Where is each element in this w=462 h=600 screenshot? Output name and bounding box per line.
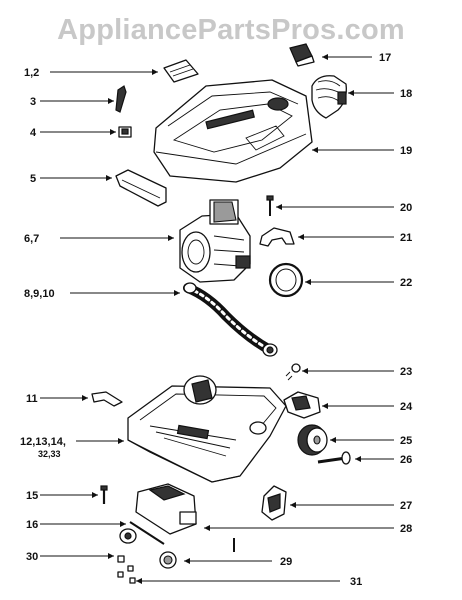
clip-part bbox=[118, 126, 132, 138]
callout-23: 23 bbox=[400, 366, 412, 378]
pedal-part bbox=[283, 391, 321, 419]
brushroll-part bbox=[183, 282, 278, 357]
callout-3: 3 bbox=[30, 96, 36, 108]
screw-part bbox=[266, 195, 274, 216]
callout-17: 17 bbox=[379, 52, 391, 64]
callout-30: 30 bbox=[26, 551, 38, 563]
screw-small-part bbox=[100, 485, 108, 504]
hood-cover-part bbox=[153, 79, 313, 183]
callout-26: 26 bbox=[400, 454, 412, 466]
roller-part bbox=[119, 528, 137, 544]
rear-bracket-part bbox=[261, 485, 287, 521]
callout-15: 15 bbox=[26, 490, 38, 502]
callout-6-7: 6,7 bbox=[24, 233, 39, 245]
spring-part bbox=[285, 363, 301, 381]
callout-20: 20 bbox=[400, 202, 412, 214]
callout-21: 21 bbox=[400, 232, 412, 244]
filter-pad-part bbox=[163, 59, 199, 83]
base-housing-part bbox=[127, 375, 287, 483]
callout-24: 24 bbox=[400, 401, 413, 413]
handle-release-part bbox=[311, 75, 347, 119]
screws-set-part bbox=[117, 538, 235, 584]
axle-part bbox=[317, 451, 351, 465]
motor-assembly-part bbox=[179, 199, 251, 283]
small-wheel-part bbox=[159, 551, 177, 569]
drive-belt-part bbox=[268, 262, 304, 298]
wheel-part bbox=[297, 424, 328, 456]
latch-part bbox=[289, 43, 315, 67]
callout-32-33: 32,33 bbox=[38, 449, 61, 459]
leader-arrowheads bbox=[82, 54, 361, 584]
callout-5: 5 bbox=[30, 173, 36, 185]
callout-11: 11 bbox=[26, 393, 38, 405]
bumper-strip-part bbox=[115, 169, 167, 207]
bracket-part bbox=[259, 227, 295, 247]
callout-16: 16 bbox=[26, 519, 38, 531]
callout-12-13-14: 12,13,14, bbox=[20, 436, 66, 448]
callout-labels: 17 1,2 18 3 4 19 5 20 6,7 21 22 8,9,10 2… bbox=[20, 52, 413, 588]
hook-part bbox=[115, 85, 127, 113]
callout-19: 19 bbox=[400, 145, 412, 157]
callout-25: 25 bbox=[400, 435, 412, 447]
callout-29: 29 bbox=[280, 556, 292, 568]
callout-31: 31 bbox=[350, 576, 362, 588]
callout-8-9-10: 8,9,10 bbox=[24, 288, 55, 300]
callout-27: 27 bbox=[400, 500, 412, 512]
callout-28: 28 bbox=[400, 523, 412, 535]
rod-part bbox=[129, 521, 165, 545]
callout-22: 22 bbox=[400, 277, 412, 289]
callout-1-2: 1,2 bbox=[24, 67, 39, 79]
leader-lines bbox=[40, 56, 394, 582]
watermark: AppliancePartsPros.com bbox=[57, 14, 405, 46]
callout-4: 4 bbox=[30, 127, 37, 139]
clip-bar-part bbox=[91, 391, 123, 407]
brush-housing-part bbox=[135, 483, 197, 535]
callout-18: 18 bbox=[400, 88, 412, 100]
